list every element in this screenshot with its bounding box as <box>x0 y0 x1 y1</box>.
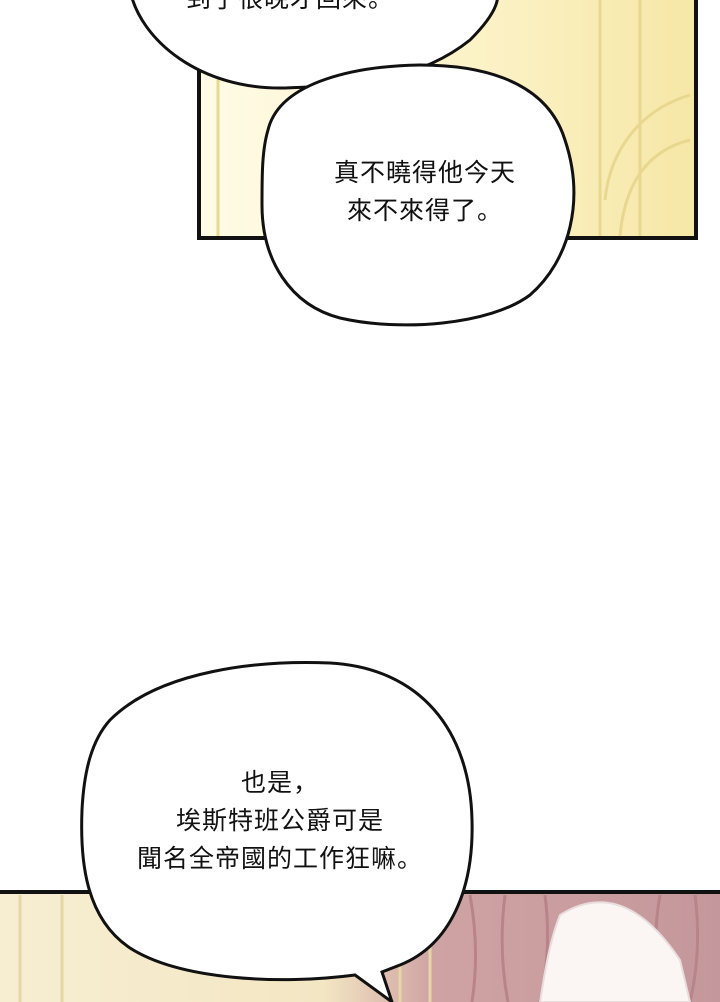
white-fabric <box>538 901 692 1002</box>
bubble-line: 真不曉得他今天 <box>333 158 516 187</box>
speech-bubble-bottom <box>80 661 474 1002</box>
bubble-line: 來不來得了。 <box>346 196 503 225</box>
top-bubble-text: 到了很晚才回來。 <box>120 0 460 18</box>
bubble-line: 聞名全帝國的工作狂嘛。 <box>136 844 423 873</box>
speech-bubble-middle <box>260 63 576 327</box>
bubble-line: 也是， <box>240 768 319 797</box>
bubble-line: 埃斯特班公爵可是 <box>175 806 384 835</box>
bubble-line: 到了很晚才回來。 <box>120 0 460 18</box>
bottom-bubble-text: 也是， 埃斯特班公爵可是 聞名全帝國的工作狂嘛。 <box>100 764 460 878</box>
middle-bubble-text: 真不曉得他今天 來不來得了。 <box>300 154 550 230</box>
